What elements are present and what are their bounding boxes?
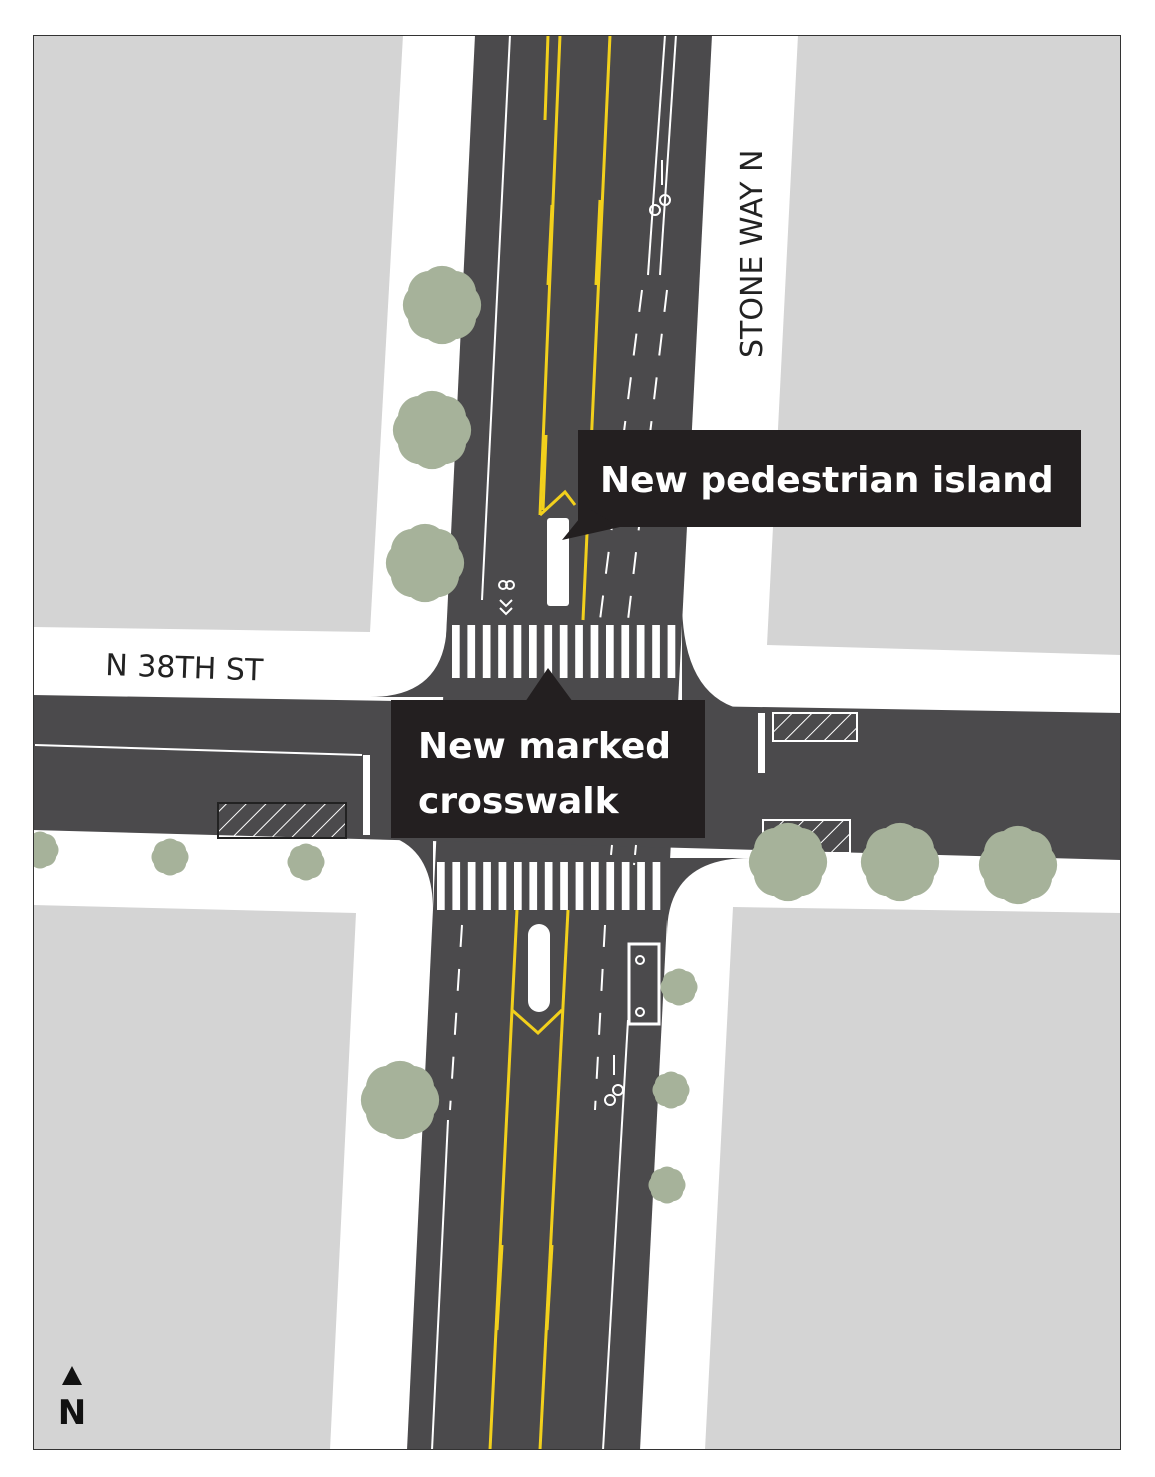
block-ne	[767, 35, 1121, 655]
pedestrian-island-south	[528, 924, 550, 1012]
tree-icon	[748, 822, 828, 902]
block-sw	[33, 905, 356, 1450]
crosswalk-bar	[606, 625, 614, 678]
bike-lane-symbol-icon	[498, 160, 671, 1106]
stop-bar-west	[363, 755, 370, 835]
callout-island-text: New pedestrian island	[600, 460, 1054, 501]
lane-lines	[34, 35, 677, 1450]
stop-bar-east	[758, 713, 765, 773]
crosswalk-bar	[467, 862, 476, 910]
north-label: N	[58, 1393, 86, 1433]
north-arrow-icon	[62, 1366, 82, 1385]
crosswalk-bar	[513, 625, 522, 678]
crosswalk-bar	[498, 625, 506, 678]
crosswalk-bar	[621, 862, 630, 910]
crosswalk-north	[452, 625, 676, 678]
curb-fillet-nw	[370, 620, 447, 697]
crosswalk-bar	[498, 862, 507, 910]
tree-icon	[360, 1060, 440, 1140]
street-label-stone-way: STONE WAY N	[735, 150, 770, 358]
no-parking-zone	[772, 712, 858, 742]
crosswalk-bar	[590, 625, 599, 678]
tree-icon	[385, 523, 465, 603]
block-se	[705, 907, 1121, 1450]
curb-fillet-ne	[682, 600, 765, 712]
tree-icon	[402, 265, 482, 345]
crosswalk-bar	[606, 862, 615, 910]
crosswalk-bar	[652, 862, 661, 910]
tree-icon	[652, 1071, 690, 1109]
street-label-n-38th: N 38TH ST	[105, 648, 265, 689]
tree-icon	[648, 1166, 686, 1204]
crosswalk-bar	[621, 625, 630, 678]
tree-icon	[287, 843, 325, 881]
crosswalk-bar	[652, 625, 660, 678]
crosswalk-bar	[544, 862, 553, 910]
crosswalk-bar	[575, 862, 584, 910]
crosswalk-bar	[591, 862, 599, 910]
pedestrian-island-north	[547, 518, 569, 606]
north-arrow: N	[58, 1366, 86, 1433]
crosswalk-bar	[575, 625, 583, 678]
crosswalk-bar	[437, 862, 445, 910]
crosswalk-bar	[636, 625, 645, 678]
crosswalk-bar	[560, 862, 568, 910]
callout-crosswalk-text-2: crosswalk	[418, 781, 620, 822]
curb-fillet-se	[667, 858, 750, 935]
crosswalk-bar	[514, 862, 522, 910]
curb-fillet-sw	[360, 832, 433, 910]
crosswalk-bar	[529, 862, 538, 910]
bike-box	[627, 942, 661, 1026]
crosswalk-bar	[667, 625, 676, 678]
crosswalk-bar	[529, 625, 537, 678]
block-nw	[33, 35, 403, 632]
crosswalk-south	[437, 862, 661, 910]
crosswalk-bar	[452, 862, 461, 910]
crosswalk-bar	[452, 625, 460, 678]
tree-icon	[151, 838, 189, 876]
crosswalk-bar	[483, 862, 491, 910]
callout-crosswalk-text-1: New marked	[418, 726, 671, 767]
crosswalk-bar	[482, 625, 491, 678]
callout-pedestrian-island: New pedestrian island	[562, 430, 1081, 540]
crosswalk-bar	[637, 862, 645, 910]
tree-icon	[660, 968, 698, 1006]
crosswalk-bar	[544, 625, 553, 678]
trees	[33, 265, 1058, 1204]
tree-icon	[392, 390, 472, 470]
tree-icon	[978, 825, 1058, 905]
crosswalk-bar	[559, 625, 568, 678]
tree-icon	[33, 831, 59, 869]
centerlines	[488, 35, 612, 1450]
tree-icon	[860, 822, 940, 902]
callout-marked-crosswalk: New marked crosswalk	[391, 668, 705, 838]
no-parking-zone	[217, 802, 347, 839]
crosswalk-bar	[467, 625, 476, 678]
